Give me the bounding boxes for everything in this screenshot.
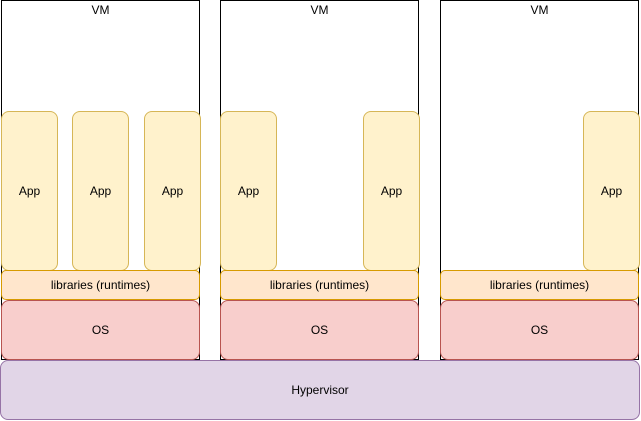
vm-1-os: OS [1,300,200,360]
vm-1-app-2: App [72,111,129,271]
vm-2: VM App App libraries (runtimes) OS [220,0,420,360]
vm-3-libraries: libraries (runtimes) [440,270,639,300]
vm-1-app-3: App [144,111,201,271]
vm-1: VM App App App libraries (runtimes) OS [1,0,201,360]
vm-3-title: VM [530,3,549,17]
vm-2-app-1: App [220,111,277,271]
vm-1-title: VM [91,3,110,17]
vm-3: VM App libraries (runtimes) OS [440,0,640,360]
vm-2-libraries: libraries (runtimes) [220,270,419,300]
vm-3-app-1: App [583,111,640,271]
vm-2-os: OS [220,300,419,360]
vm-1-app-1: App [1,111,58,271]
hypervisor: Hypervisor [0,360,640,420]
vm-2-app-2: App [363,111,420,271]
vm-1-libraries: libraries (runtimes) [1,270,200,300]
vm-3-os: OS [440,300,639,360]
vm-2-title: VM [310,3,329,17]
